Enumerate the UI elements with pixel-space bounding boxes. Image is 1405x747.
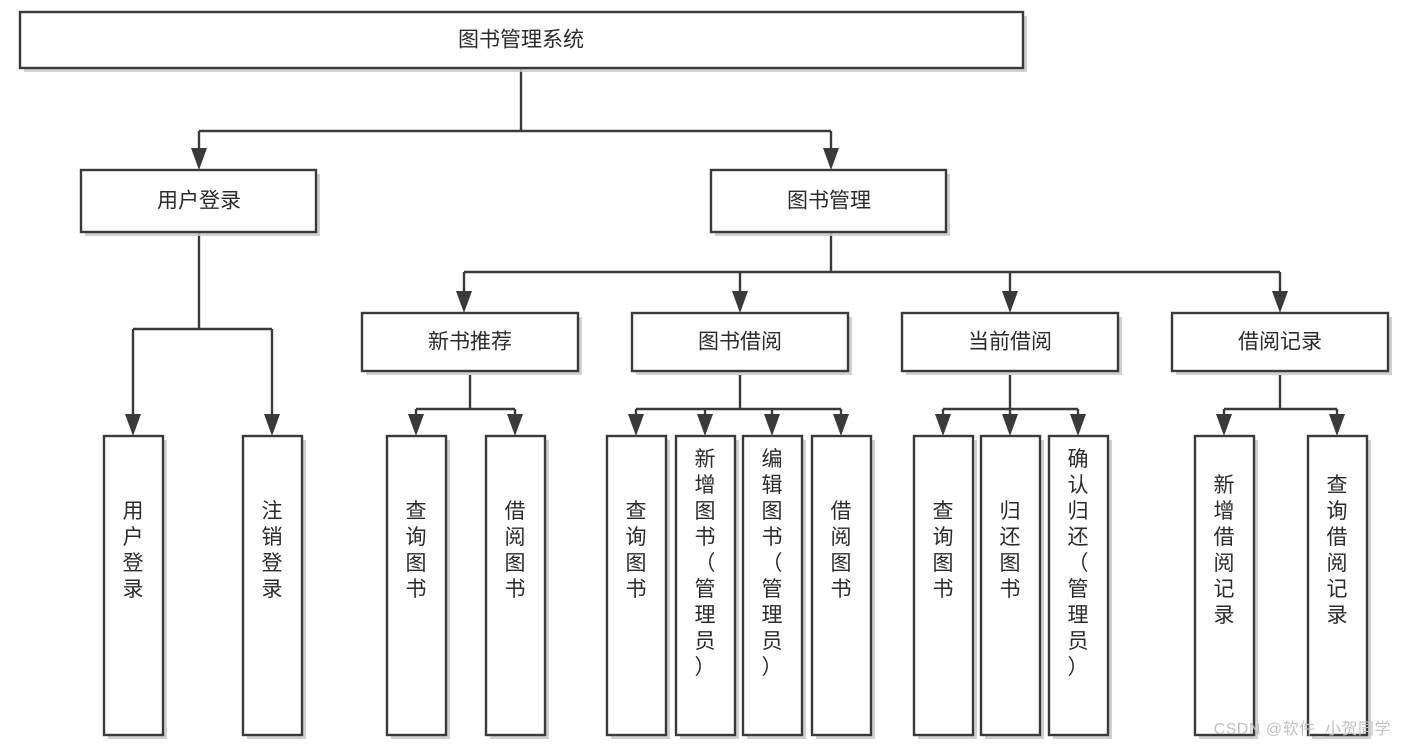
leaf-label: 注销登录 xyxy=(262,500,283,601)
arrow-book-mgmt-current xyxy=(1002,291,1018,313)
arrow-borrow-leaf-3 xyxy=(764,414,780,436)
leaf-node[interactable]: 查询图书 xyxy=(912,434,977,739)
connector-group-book-mgmt-to-level3 xyxy=(456,232,1288,313)
leaf-rect xyxy=(605,434,668,737)
connector-group-record-to-leaves xyxy=(1216,375,1345,436)
node-current-borrow[interactable]: 当前借阅 xyxy=(900,311,1122,375)
leaf-node[interactable]: 查询借阅记录 xyxy=(1306,434,1371,739)
leaf-rect xyxy=(484,434,547,737)
connector-group-new-book-to-leaves xyxy=(408,375,523,436)
leaf-rect xyxy=(1193,434,1256,737)
leaf-node[interactable]: 查询图书 xyxy=(605,434,670,739)
leaf-label: 用户登录 xyxy=(123,500,144,601)
leaf-node[interactable]: 用户登录 xyxy=(102,434,167,739)
node-book-borrow-rect xyxy=(630,311,850,373)
arrow-book-mgmt-new-book xyxy=(456,291,472,313)
leaf-node[interactable]: 新增借阅记录 xyxy=(1193,434,1258,739)
leaf-rect xyxy=(1306,434,1369,737)
leaf-label: 查询图书 xyxy=(626,500,647,601)
arrow-user-login-leaf-2 xyxy=(264,414,280,436)
leaf-node[interactable]: 注销登录 xyxy=(241,434,306,739)
leaf-label: 编辑图书（管理员） xyxy=(762,448,783,679)
arrow-record-leaf-2 xyxy=(1329,414,1345,436)
node-book-management[interactable]: 图书管理 xyxy=(709,168,950,236)
node-new-book-recommend-label: 新书推荐 xyxy=(428,331,512,354)
node-current-borrow-label: 当前借阅 xyxy=(968,331,1052,354)
leaf-rect xyxy=(385,434,448,737)
leaf-node[interactable]: 新增图书（管理员） xyxy=(674,434,739,739)
connector-group-current-to-leaves xyxy=(935,375,1086,436)
leaf-rect xyxy=(241,434,304,737)
node-book-borrow-label: 图书借阅 xyxy=(698,331,782,354)
leaf-node[interactable]: 编辑图书（管理员） xyxy=(741,434,806,739)
node-new-book-recommend[interactable]: 新书推荐 xyxy=(360,311,582,375)
node-root-label: 图书管理系统 xyxy=(458,29,584,52)
node-new-book-recommend-rect xyxy=(360,311,580,373)
arrow-new-book-leaf-2 xyxy=(507,414,523,436)
arrow-current-leaf-3 xyxy=(1070,414,1086,436)
node-book-management-label: 图书管理 xyxy=(787,190,871,213)
arrow-root-to-book-mgmt xyxy=(823,148,839,170)
arrow-borrow-leaf-4 xyxy=(833,414,849,436)
leaf-label: 借阅图书 xyxy=(831,500,852,601)
connector-group-root-to-level2 xyxy=(191,68,839,170)
leaf-rect xyxy=(810,434,873,737)
leaf-rect xyxy=(741,434,804,737)
arrow-new-book-leaf-1 xyxy=(408,414,424,436)
leaf-rect xyxy=(979,434,1042,737)
leaf-node[interactable]: 归还图书 xyxy=(979,434,1044,739)
node-borrow-record-label: 借阅记录 xyxy=(1238,331,1322,354)
arrow-book-mgmt-record xyxy=(1272,291,1288,313)
leaf-label: 查询图书 xyxy=(406,500,427,601)
connector-group-user-login-to-leaves xyxy=(125,232,280,436)
leaf-rect xyxy=(912,434,975,737)
arrow-book-mgmt-borrow xyxy=(732,291,748,313)
node-user-login-label: 用户登录 xyxy=(157,190,241,213)
node-borrow-record[interactable]: 借阅记录 xyxy=(1170,311,1392,375)
leaf-label: 确认归还（管理员） xyxy=(1068,448,1089,679)
leaf-label: 新增图书（管理员） xyxy=(695,448,716,679)
node-borrow-record-rect xyxy=(1170,311,1390,373)
arrow-user-login-leaf-1 xyxy=(125,414,141,436)
leaf-node[interactable]: 查询图书 xyxy=(385,434,450,739)
node-book-borrow[interactable]: 图书借阅 xyxy=(630,311,852,375)
arrow-current-leaf-1 xyxy=(935,414,951,436)
node-current-borrow-rect xyxy=(900,311,1120,373)
leaf-label: 查询借阅记录 xyxy=(1327,474,1348,627)
node-root-system[interactable]: 图书管理系统 xyxy=(18,10,1027,72)
arrow-root-to-user-login xyxy=(191,148,207,170)
node-root-rect xyxy=(18,10,1025,70)
leaf-node[interactable]: 借阅图书 xyxy=(484,434,549,739)
arrow-borrow-leaf-2 xyxy=(697,414,713,436)
arrow-current-leaf-2 xyxy=(1002,414,1018,436)
leaf-label: 借阅图书 xyxy=(505,500,526,601)
leaf-node[interactable]: 借阅图书 xyxy=(810,434,875,739)
node-user-login[interactable]: 用户登录 xyxy=(79,168,320,236)
leaf-rect xyxy=(102,434,165,737)
leaf-rect xyxy=(674,434,737,737)
node-user-login-rect xyxy=(79,168,318,234)
node-book-management-rect xyxy=(709,168,948,234)
csdn-watermark: CSDN @软件_小贺同学 xyxy=(1213,721,1391,738)
leaf-node[interactable]: 确认归还（管理员） xyxy=(1047,434,1112,739)
leaf-label: 新增借阅记录 xyxy=(1214,474,1235,627)
connector-group-borrow-to-leaves xyxy=(628,375,849,436)
leaf-label: 查询图书 xyxy=(933,500,954,601)
arrow-record-leaf-1 xyxy=(1216,414,1232,436)
arrow-borrow-leaf-1 xyxy=(628,414,644,436)
leaf-rect xyxy=(1047,434,1110,737)
leaf-label: 归还图书 xyxy=(1000,500,1021,601)
